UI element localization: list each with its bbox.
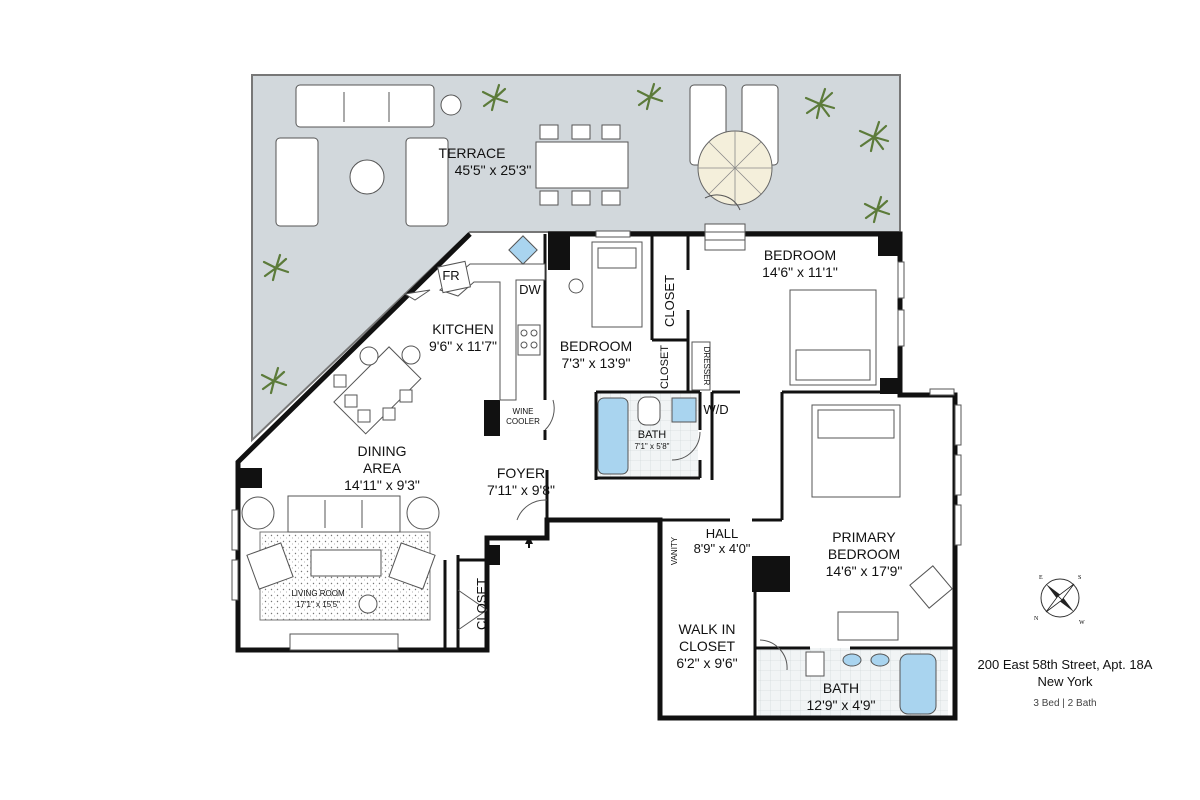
dresser-label: DRESSER [702,347,711,386]
terrace-sofa [275,84,462,227]
bath-small-name: BATH [638,429,667,441]
compass-s: S [1078,575,1081,581]
address-line-2: New York [1037,674,1093,689]
closet-label-1: CLOSET [662,275,677,327]
living-name: LIVING ROOM [291,589,345,598]
foyer-name: FOYER [497,465,545,481]
closet-label-3: CLOSET [474,578,489,630]
foyer-dims: 7'11" x 9'8" [487,482,555,498]
dishwasher-label: DW [519,282,541,297]
terrace-dims: 45'5" x 25'3" [455,162,532,178]
hall-dims: 8'9" x 4'0" [694,541,751,556]
furniture [241,235,953,677]
exterior-walls [235,231,958,721]
vanity-label: VANITY [670,536,679,565]
bedroom-small-dims: 7'3" x 13'9" [562,355,631,371]
primary-name-line1: PRIMARY [832,529,896,545]
bath-large-dims: 12'9" x 4'9" [807,697,876,713]
interior-walls [443,234,955,718]
address-line-1: 200 East 58th Street, Apt. 18A [977,657,1153,672]
wine-cooler-label-line2: COOLER [506,417,540,426]
windows [231,230,962,601]
dining-name-line1: DINING [358,443,407,459]
entry-arrow-icon [525,536,533,544]
fridge-label: FR [442,268,459,283]
walkin-name-line1: WALK IN [678,621,735,637]
columns [240,234,900,592]
bedroom-large-dims: 14'6" x 11'1" [762,264,838,280]
walkin-dims: 6'2" x 9'6" [676,655,737,671]
umbrella-icon [697,130,773,206]
doors [457,194,788,671]
hall-name: HALL [706,526,739,541]
bath-small-dims: 7'1" x 5'8" [635,442,670,451]
living-dims: 17'1" x 15'5" [296,600,340,609]
bedroom-small-name: BEDROOM [560,338,632,354]
terrace-dining-table [535,124,629,206]
compass-w: W [1079,620,1085,626]
stairs [403,223,746,301]
compass-n: N [1034,616,1039,622]
compass-e: E [1039,575,1043,581]
kitchen-name: KITCHEN [432,321,493,337]
terrace: TERRACE 45'5" x 25'3" [251,74,901,443]
unit-summary: 3 Bed | 2 Bath [1033,698,1097,709]
bath-fixtures [597,396,937,715]
dining-dims: 14'11" x 9'3" [344,477,420,493]
dining-name-line2: AREA [363,460,402,476]
bedroom-large-name: BEDROOM [764,247,836,263]
washer-dryer-label: W/D [703,402,728,417]
primary-dims: 14'6" x 17'9" [826,563,903,579]
closet-label-2: CLOSET [659,345,671,389]
bath-large-name: BATH [823,680,859,696]
terrace-name: TERRACE [439,145,506,161]
kitchen-dims: 9'6" x 11'7" [429,338,497,354]
compass-icon: E S N W [1034,575,1085,626]
walkin-name-line2: CLOSET [679,638,735,654]
wine-cooler-label-line1: WINE [513,407,534,416]
primary-name-line2: BEDROOM [828,546,900,562]
plant-icon [260,82,891,395]
